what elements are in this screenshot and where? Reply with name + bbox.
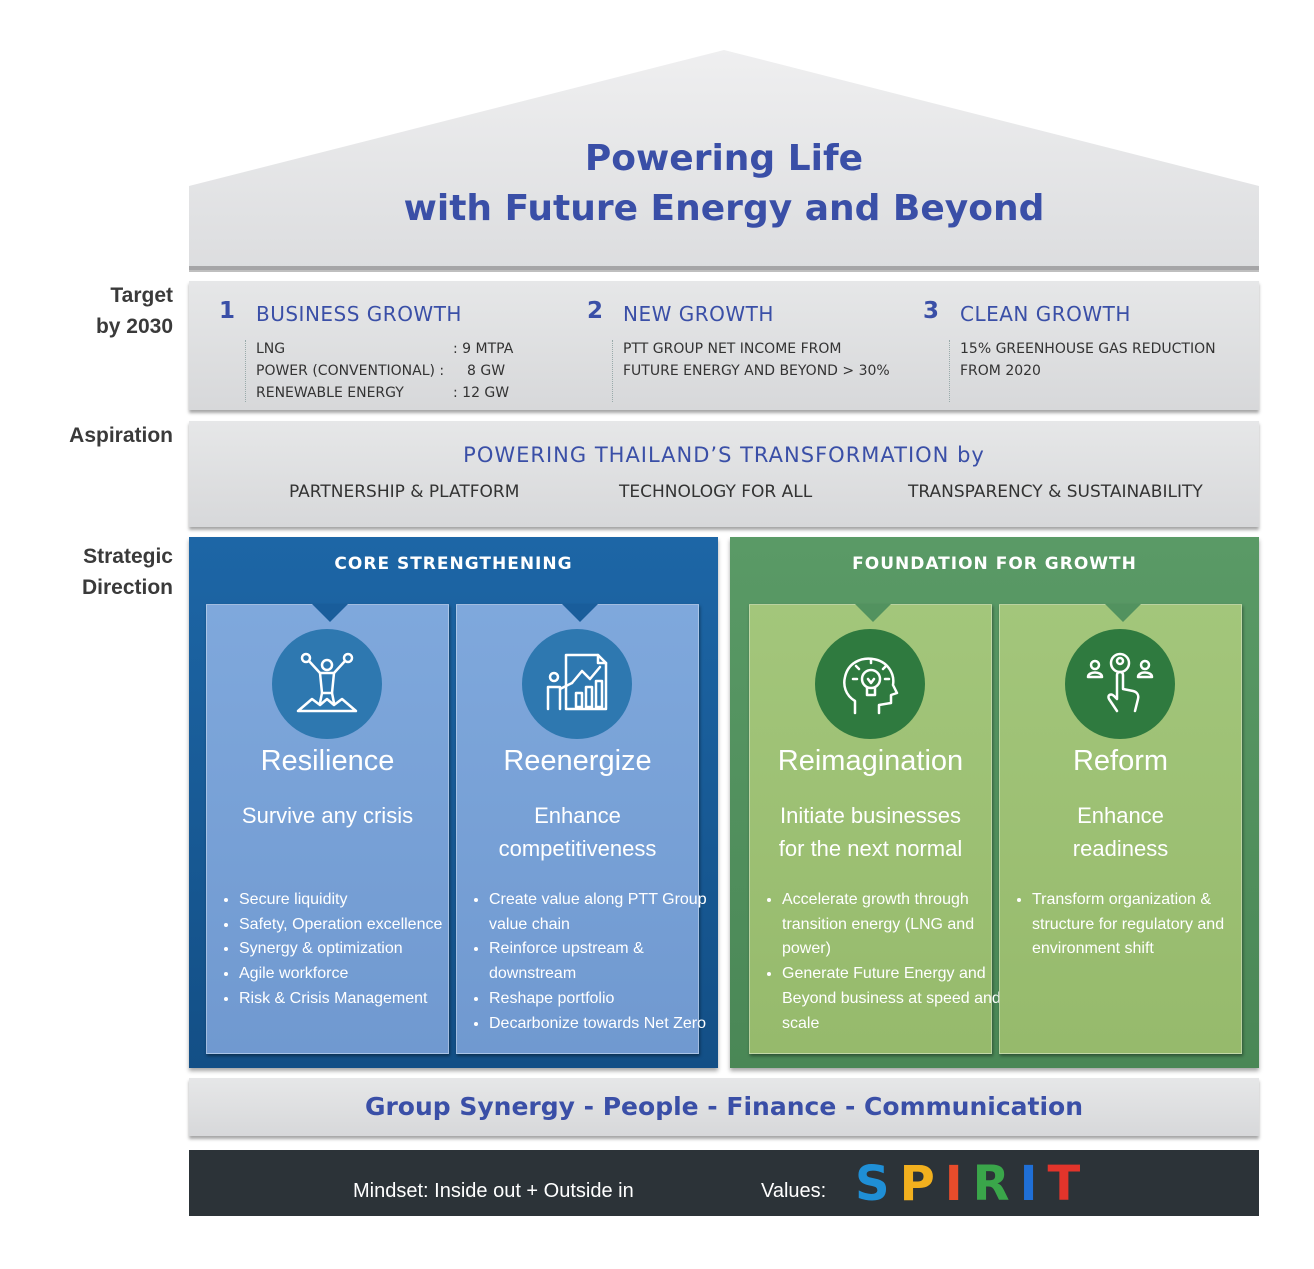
label-strategic: Strategic Direction [82,541,173,603]
target-1-value-power: 8 GW [467,363,506,379]
aspiration-item-partnership: PARTNERSHIP & PLATFORM [289,482,520,502]
list-item: Reshape portfolio [489,987,714,1012]
card-title: Reenergize [503,745,652,777]
list-item: Safety, Operation excellence [239,913,464,938]
card-title: Reimagination [777,745,964,777]
card-subtitle: Survive any crisis [207,799,448,832]
target-1-value-lng: : 9 MTPA [453,341,514,357]
target-band [189,281,1259,410]
spirit-letter: R [972,1156,1020,1212]
label-target: Target by 2030 [96,280,173,342]
label-target-line2: by 2030 [95,315,173,338]
label-target-line1: Target [110,284,173,307]
list-item: Risk & Crisis Management [239,987,464,1012]
target-3-number: 3 [923,298,940,324]
title-line-1: Powering Life [584,138,864,179]
target-1-number: 1 [219,298,236,324]
people-touch-icon [1086,652,1154,713]
card-notch [312,604,348,622]
card-notch [1105,604,1141,622]
label-strategic-line2: Direction [81,576,173,599]
spirit-letter: I [1019,1156,1048,1212]
card-title: Resilience [260,745,395,777]
list-item: Secure liquidity [239,888,464,913]
summit-person-icon [296,652,358,713]
target-2-line-2: FUTURE ENERGY AND BEYOND > 30% [623,363,890,379]
list-item: Agile workforce [239,962,464,987]
spirit-letter: S [855,1156,900,1212]
aspiration-item-technology: TECHNOLOGY FOR ALL [619,482,813,502]
card-icon-circle [522,629,632,739]
aspiration-band [189,421,1259,527]
card-notch [855,604,891,622]
label-strategic-line1: Strategic [83,545,173,568]
card-subtitle-line: Enhance [534,803,621,828]
title-line-2: with Future Energy and Beyond [403,188,1045,229]
mindset-text: Mindset: Inside out + Outside in [353,1180,634,1202]
card-resilience: Resilience Survive any crisis Secure liq… [206,604,449,1054]
list-item: Create value along PTT Group value chain [489,888,714,937]
card-subtitle: Enhance competitiveness [457,799,698,865]
target-2-number: 2 [587,298,604,324]
card-subtitle-line: readiness [1072,836,1169,861]
card-reenergize: Reenergize Enhance competitiveness Creat… [456,604,707,1054]
card-subtitle: Enhance readiness [1000,799,1241,865]
target-1-divider [245,340,246,402]
list-item: Decarbonize towards Net Zero [489,1012,714,1037]
card-bullets: Accelerate growth through transition ene… [766,888,1007,1036]
list-item: Reinforce upstream & downstream [489,937,714,986]
spirit-letter: I [944,1156,973,1212]
card-subtitle-line: Survive any crisis [241,803,414,828]
card-icon-circle [815,629,925,739]
synergy-band [189,1078,1259,1136]
spirit-letter: T [1047,1156,1091,1212]
aspiration-main: POWERING THAILAND’S TRANSFORMATION by [463,443,985,467]
spirit-logo: SPIRIT [855,1156,1090,1212]
label-aspiration: Aspiration [69,424,173,447]
card-reimagination: Reimagination Initiate businesses for th… [749,604,1001,1054]
target-3-line-2: FROM 2020 [960,363,1041,379]
card-title: Reform [1072,745,1169,777]
list-item: Generate Future Energy and Beyond busine… [782,962,1007,1036]
list-item: Synergy & optimization [239,937,464,962]
target-2-line-1: PTT GROUP NET INCOME FROM [623,341,842,357]
target-3-divider [949,340,950,402]
values-label: Values: [761,1180,827,1202]
head-lightbulb-icon [843,657,899,715]
card-notch [562,604,598,622]
list-item: Transform organization & structure for r… [1032,888,1257,962]
target-1-line-power: POWER (CONVENTIONAL) : [256,363,445,379]
mindset-bar [189,1150,1259,1216]
card-icon-circle [1065,629,1175,739]
target-1-value-renewable: : 12 GW [453,385,510,401]
card-subtitle-line: Initiate businesses [780,803,961,828]
target-1-heading: BUSINESS GROWTH [256,302,462,326]
list-item: Accelerate growth through transition ene… [782,888,1007,962]
target-3-line-1: 15% GREENHOUSE GAS REDUCTION [960,341,1216,357]
presentation-chart-icon [546,653,608,711]
target-2-divider [612,340,613,402]
card-bullets: Transform organization & structure for r… [1016,888,1257,962]
header-roof-shadow [189,266,1259,272]
aspiration-item-transparency: TRANSPARENCY & SUSTAINABILITY [908,482,1203,502]
card-subtitle-line: competitiveness [498,836,657,861]
spirit-letter: P [899,1156,945,1212]
card-subtitle-line: for the next normal [778,836,963,861]
target-1-line-renewable: RENEWABLE ENERGY [256,385,404,401]
target-2-heading: NEW GROWTH [623,302,774,326]
card-bullets: Secure liquidity Safety, Operation excel… [223,888,464,1012]
target-1-line-lng: LNG [256,341,286,357]
card-reform: Reform Enhance readiness Transform organ… [999,604,1242,1054]
synergy-text: Group Synergy - People - Finance - Commu… [364,1092,1084,1121]
card-icon-circle [272,629,382,739]
card-subtitle: Initiate businesses for the next normal [750,799,991,865]
target-3-heading: CLEAN GROWTH [960,302,1131,326]
foundation-title: FOUNDATION FOR GROWTH [852,554,1137,574]
card-subtitle-line: Enhance [1077,803,1164,828]
card-bullets: Create value along PTT Group value chain… [473,888,714,1036]
core-strengthening-title: CORE STRENGTHENING [334,554,573,574]
